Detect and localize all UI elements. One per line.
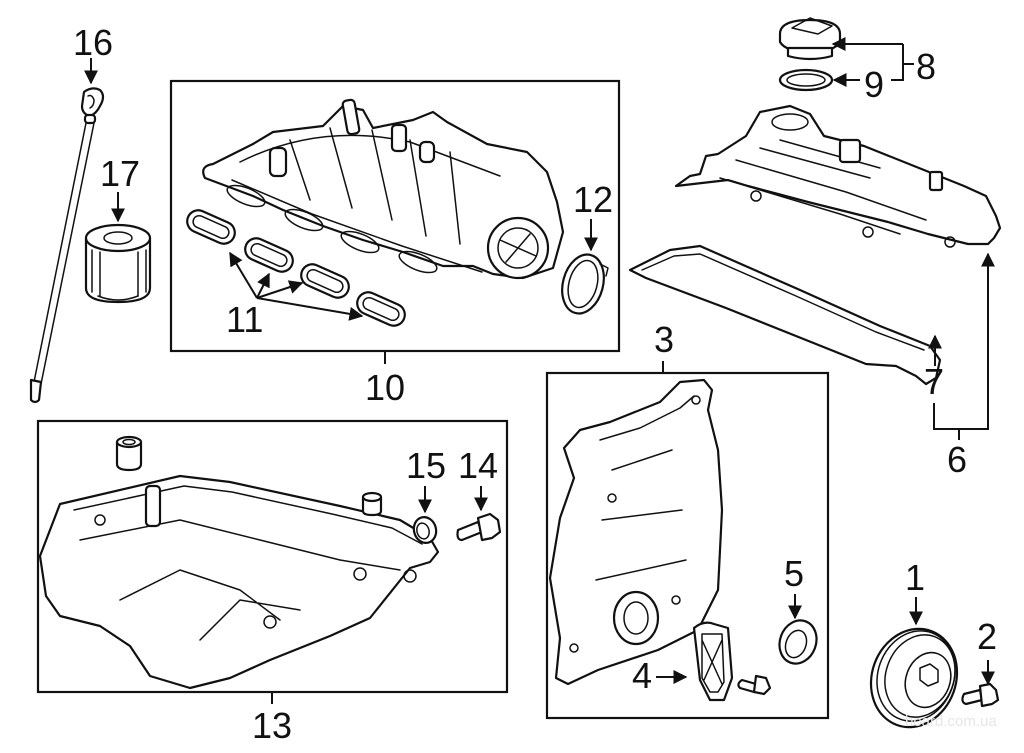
callout-8: 8 <box>916 46 936 87</box>
timing-cover-group-frame <box>545 371 830 720</box>
valve-cover[interactable] <box>674 104 1002 248</box>
callout-5: 5 <box>784 553 804 594</box>
callout-16: 16 <box>73 22 113 63</box>
crankshaft-pulley-bolt[interactable] <box>961 682 1000 708</box>
callout-10: 10 <box>365 367 405 408</box>
oil-pan[interactable] <box>38 474 440 690</box>
leader-6-bracket <box>933 252 995 430</box>
oil-dipstick[interactable] <box>29 87 105 404</box>
crankshaft-front-seal[interactable] <box>774 615 823 669</box>
callout-13: 13 <box>252 705 292 746</box>
drain-plug-washer[interactable] <box>411 515 439 546</box>
timing-cover-plate[interactable] <box>692 621 734 702</box>
callout-3: 3 <box>654 319 674 360</box>
intake-gaskets[interactable] <box>184 207 409 329</box>
callout-15: 15 <box>406 445 446 486</box>
callout-1: 1 <box>905 557 925 598</box>
callout-9: 9 <box>864 64 884 105</box>
callout-7: 7 <box>924 361 944 402</box>
callout-6: 6 <box>947 439 967 480</box>
oil-pan-dowel-small[interactable] <box>361 491 383 517</box>
throttle-body-gasket[interactable] <box>556 250 610 318</box>
watermark: board.com.ua <box>905 713 997 730</box>
oil-filter[interactable] <box>84 223 152 304</box>
oil-filler-cap-seal[interactable] <box>778 68 834 92</box>
callout-11: 11 <box>226 299 263 340</box>
drain-plug-bolt[interactable] <box>456 512 502 542</box>
valve-cover-gasket[interactable] <box>628 244 942 386</box>
callout-4: 4 <box>632 655 652 696</box>
callout-2: 2 <box>977 616 997 657</box>
crankshaft-pulley[interactable] <box>857 617 970 740</box>
callout-14: 14 <box>458 445 498 486</box>
oil-pan-dowel-large[interactable] <box>115 435 143 472</box>
leaders-11 <box>229 251 364 321</box>
leader-8-bracket <box>891 44 904 81</box>
callout-17: 17 <box>100 153 140 194</box>
callout-12: 12 <box>573 179 613 220</box>
intake-manifold[interactable] <box>202 98 565 280</box>
oil-filler-cap[interactable] <box>778 17 842 61</box>
intake-manifold-group-frame <box>169 79 621 353</box>
timing-cover-bolt[interactable] <box>737 674 772 696</box>
